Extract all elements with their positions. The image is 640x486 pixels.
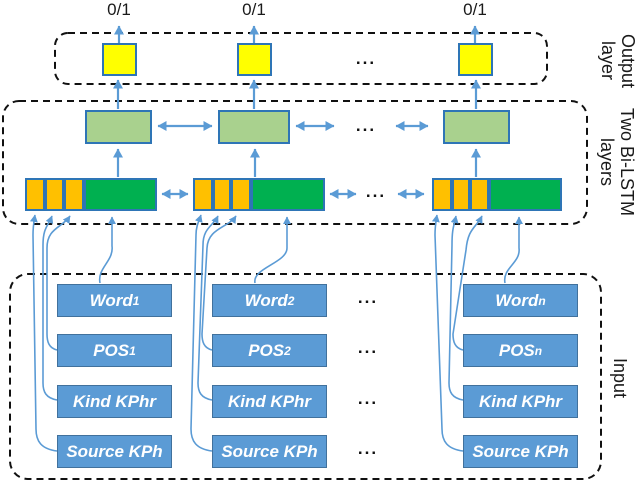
bar3-segment-orange-1: [432, 178, 452, 211]
input-box-label: POS: [498, 340, 535, 360]
output-node-3: [458, 43, 493, 76]
bar2-segment-orange-2: [213, 178, 231, 211]
input-layer-container: [9, 273, 602, 480]
hidden-state-2: [218, 110, 290, 144]
connector-kind1: [42, 215, 58, 401]
input-box-label: Kind KPhr: [227, 391, 312, 411]
output-ellipsis: ...: [355, 49, 377, 68]
output-node-2: [237, 43, 272, 76]
input-box-kindn: Kind KPhr: [463, 385, 578, 418]
hidden-to-output-arrows: [113, 79, 481, 109]
connector-sourcen: [431, 214, 464, 452]
bar2-segment-green: [251, 178, 325, 211]
bar3-segment-orange-2: [452, 178, 470, 211]
connector-wordn: [504, 216, 523, 284]
input-box-label: POS: [248, 340, 285, 360]
output-layer-container: [54, 32, 548, 85]
bar1-segment-green: [84, 178, 157, 211]
bar3-segment-green: [489, 178, 562, 211]
bar2-segment-orange-1: [193, 178, 213, 211]
input-box-label: Source KPh: [66, 441, 163, 461]
bar3-segment-orange-3: [470, 178, 489, 211]
input-ellipsis-word: ...: [357, 288, 379, 307]
input-ellipsis-pos: ...: [357, 338, 379, 357]
input-box-label: Word: [244, 290, 288, 310]
input-layer-side-label: Input: [610, 357, 631, 399]
input-box-sourcen: Source KPh: [463, 435, 578, 468]
connector-pos1: [46, 215, 71, 351]
connector-word2: [254, 216, 291, 284]
connector-posn: [452, 215, 483, 351]
input-box-label: Source KPh: [472, 441, 569, 461]
input-box-label: Source KPh: [221, 441, 318, 461]
hidden-ellipsis: ...: [355, 116, 377, 135]
bar1-segment-orange-2: [45, 178, 64, 211]
connector-word1: [98, 216, 116, 284]
bar1-segment-orange-3: [64, 178, 84, 211]
bilstm-layer-side-label: Two Bi-LSTM layers: [597, 107, 638, 217]
output-node-1: [102, 43, 137, 76]
bar-to-hidden-arrows: [113, 148, 481, 177]
input-box-kind1: Kind KPhr: [57, 385, 172, 418]
bar1-segment-orange-1: [25, 178, 45, 211]
prediction-label-1: 0/1: [107, 0, 131, 19]
hidden-state-1: [85, 110, 152, 144]
input-box-kind2: Kind KPhr: [212, 385, 327, 418]
connector-pos2: [201, 215, 237, 351]
bar2-segment-orange-3: [231, 178, 251, 211]
connector-kindn: [448, 215, 464, 401]
input-ellipsis-source: ...: [357, 439, 379, 458]
connector-source1: [29, 214, 58, 452]
input-box-label: POS: [93, 340, 130, 360]
input-box-label: Word: [89, 290, 133, 310]
feature-bar-3: [432, 178, 562, 211]
input-box-source1: Source KPh: [57, 435, 172, 468]
input-box-source2: Source KPh: [212, 435, 327, 468]
feature-bar-2: [193, 178, 325, 211]
prediction-arrows: [114, 25, 480, 44]
bar-ellipsis: ...: [365, 182, 387, 201]
connector-kind2: [197, 215, 219, 401]
feature-bar-1: [25, 178, 157, 211]
input-box-label: Kind KPhr: [478, 391, 563, 411]
hidden-state-3: [443, 110, 510, 144]
prediction-label-3: 0/1: [463, 0, 487, 19]
bilstm-layer-container: [2, 100, 588, 225]
input-ellipsis-kind: ...: [357, 389, 379, 408]
output-layer-side-label: Output layer: [598, 33, 639, 89]
connector-source2: [190, 214, 213, 452]
input-box-label: Kind KPhr: [72, 391, 157, 411]
input-feature-connectors: [29, 214, 523, 452]
prediction-label-2: 0/1: [242, 0, 266, 19]
input-box-label: Word: [495, 290, 539, 310]
